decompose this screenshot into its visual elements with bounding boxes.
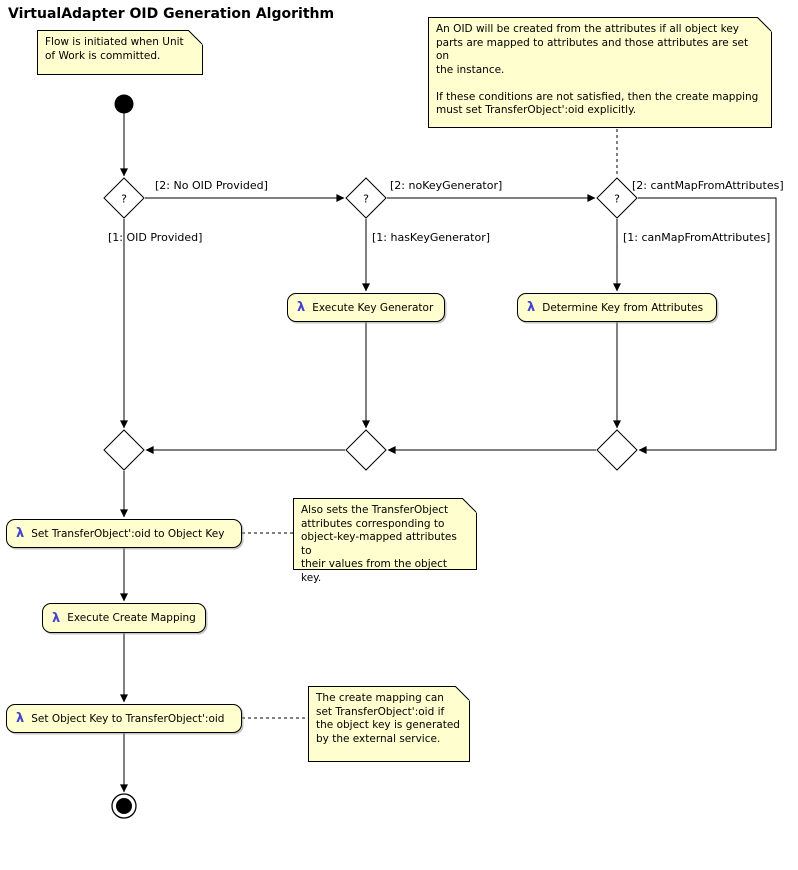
note-text: An OID will be created from the attribut… <box>436 23 759 116</box>
action-label: Execute Key Generator <box>312 301 434 314</box>
edge-label-cant-map-from-attributes: [2: cantMapFromAttributes] <box>632 179 784 192</box>
action-execute-key-generator: λ Execute Key Generator <box>287 293 445 322</box>
lambda-icon: λ <box>52 610 61 626</box>
note-fold-icon <box>757 17 772 32</box>
edge-label-can-map-from-attributes: [1: canMapFromAttributes] <box>623 231 771 244</box>
lambda-icon: λ <box>16 526 25 541</box>
decision-key-generator <box>345 177 387 219</box>
lambda-icon: λ <box>16 711 25 726</box>
note-fold-icon <box>462 498 477 513</box>
decision-question-mark: ? <box>614 193 620 206</box>
note-text: The create mapping can set TransferObjec… <box>316 692 460 745</box>
note-create-mapping-can-set: The create mapping can set TransferObjec… <box>308 686 470 762</box>
action-label: Execute Create Mapping <box>67 612 196 624</box>
action-label: Set Object Key to TransferObject':oid <box>31 712 225 725</box>
edge-cant-map-from-attributes <box>638 197 777 454</box>
edge-label-has-key-generator: [1: hasKeyGenerator] <box>372 231 491 244</box>
merge-node-3 <box>596 429 638 471</box>
diagram-title: VirtualAdapter OID Generation Algorithm <box>8 6 335 22</box>
note-fold-icon <box>455 686 470 701</box>
decision-question-mark: ? <box>121 193 127 206</box>
note-fold-icon <box>188 30 203 45</box>
lambda-icon: λ <box>297 300 306 315</box>
note-text: Flow is initiated when Unit of Work is c… <box>45 36 184 62</box>
action-label: Determine Key from Attributes <box>542 301 704 314</box>
edge-label-no-key-generator: [2: noKeyGenerator] <box>390 179 503 192</box>
lambda-icon: λ <box>527 300 536 315</box>
note-also-sets: Also sets the TransferObject attributes … <box>293 498 477 584</box>
merge-node-2 <box>345 429 387 471</box>
edge-label-no-oid-provided: [2: No OID Provided] <box>155 179 268 192</box>
end-node <box>116 798 132 814</box>
action-set-oid-to-object-key: λ Set TransferObject':oid to Object Key <box>6 519 242 548</box>
action-set-object-key-to-oid: λ Set Object Key to TransferObject':oid <box>6 704 242 733</box>
note-flow-initiated: Flow is initiated when Unit of Work is c… <box>37 30 203 75</box>
decision-oid-provided <box>103 177 145 219</box>
action-label: Set TransferObject':oid to Object Key <box>31 527 225 540</box>
decision-map-from-attributes <box>596 177 638 219</box>
edge-label-oid-provided: [1: OID Provided] <box>108 231 203 244</box>
action-determine-key-from-attributes: λ Determine Key from Attributes <box>517 293 717 322</box>
merge-node-1 <box>103 429 145 471</box>
note-text: Also sets the TransferObject attributes … <box>301 504 457 584</box>
decision-question-mark: ? <box>363 193 369 206</box>
note-oid-creation: An OID will be created from the attribut… <box>428 17 772 128</box>
start-node <box>114 94 134 114</box>
action-execute-create-mapping: λ Execute Create Mapping <box>42 603 206 633</box>
